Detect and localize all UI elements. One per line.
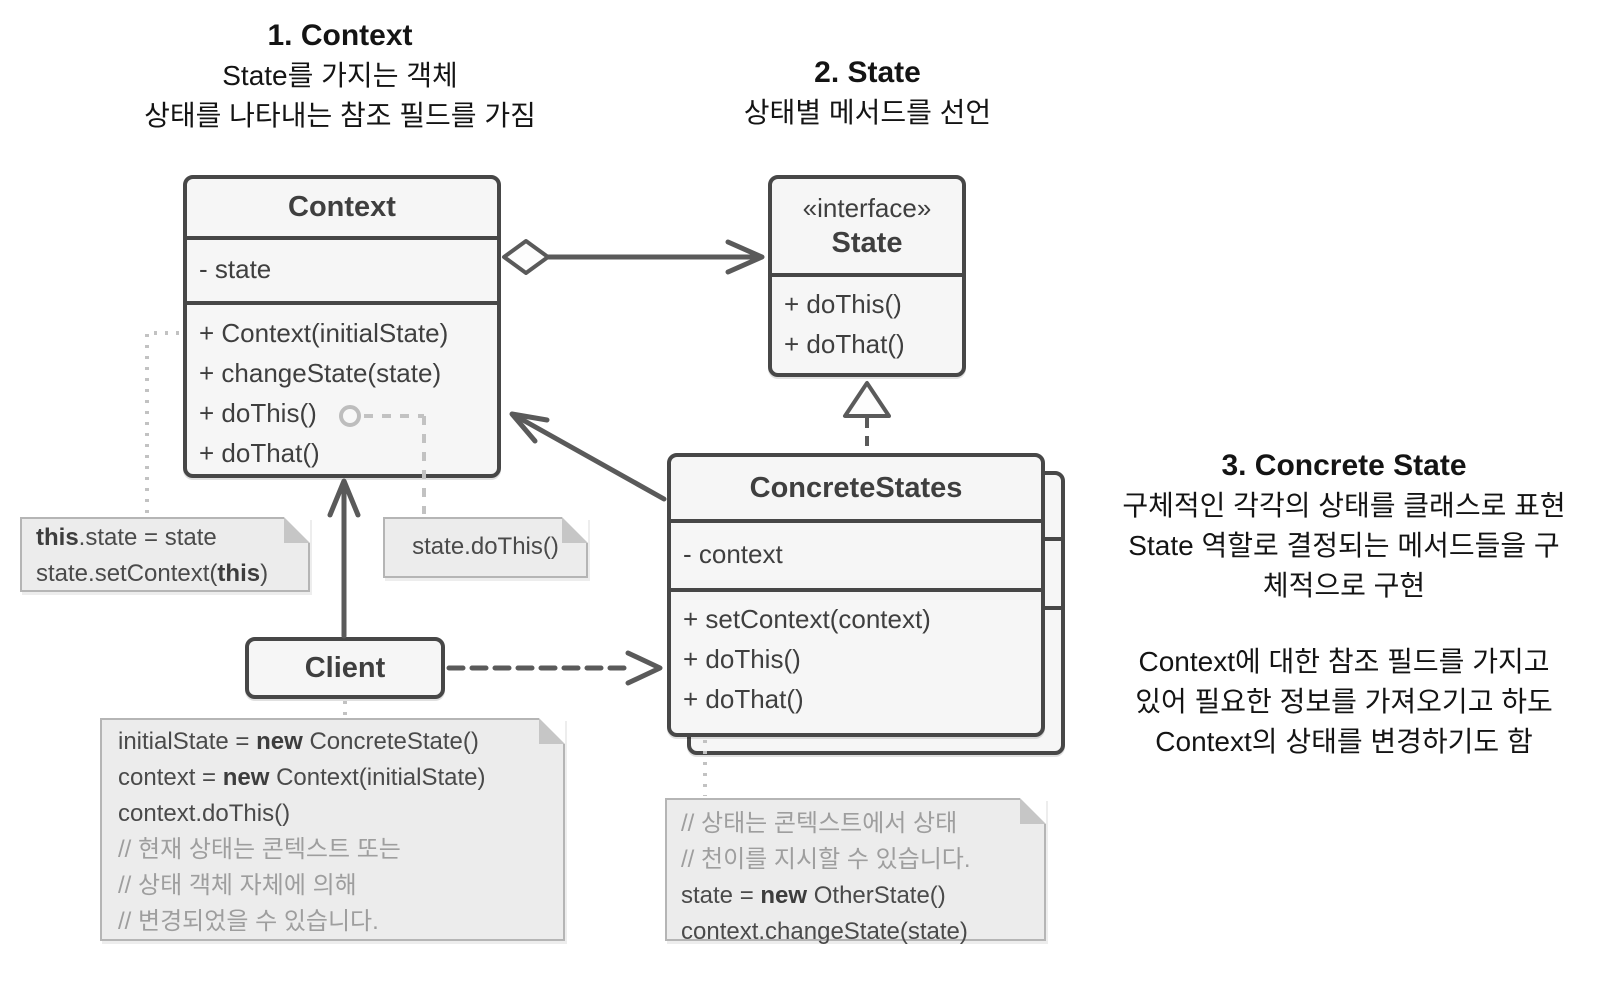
note-line: context.doThis()	[118, 796, 547, 832]
note-line: state = new OtherState()	[681, 878, 1030, 914]
method-dothis: + doThis()	[784, 289, 902, 319]
note-comment-line: // 상태는 콘텍스트에서 상태	[681, 806, 1030, 842]
annotation-concrete-state-p1l1: 구체적인 각각의 상태를 클래스로 표현	[1122, 490, 1566, 521]
annotation-context-title: 1. Context	[267, 19, 413, 52]
note-text: ConcreteState()	[302, 728, 479, 755]
annotation-state-line1: 상태별 메서드를 선언	[743, 97, 992, 128]
note-text: .state = state	[78, 524, 217, 551]
class-context-methods: + Context(initialState) + changeState(st…	[187, 301, 497, 474]
realization-concretestates-to-state	[843, 381, 891, 452]
note-line: context = new Context(initialState)	[118, 760, 547, 796]
note-client-code: initialState = new ConcreteState() conte…	[100, 718, 565, 941]
note-text: state =	[681, 882, 761, 909]
association-client-to-context	[327, 478, 361, 639]
class-concretestates: ConcreteStates - context + setContext(co…	[667, 453, 1045, 737]
note-text: context =	[118, 764, 223, 791]
interface-state-methods: + doThis() + doThat()	[772, 273, 962, 373]
annotation-state-title: 2. State	[814, 56, 921, 89]
note-state-transition: // 상태는 콘텍스트에서 상태 // 천이를 지시할 수 있습니다. stat…	[665, 798, 1046, 945]
method-dothat: + doThat()	[683, 684, 804, 714]
class-context-name: Context	[288, 191, 396, 223]
note-line: state.doThis()	[385, 529, 586, 565]
note-text: // 천이를 지시할 수 있습니다.	[681, 846, 971, 873]
note-anchor-context-assign	[145, 331, 181, 513]
annotation-concrete-state-p1l3: 체적으로 구현	[1262, 570, 1426, 601]
note-comment-line: // 변경되었을 수 있습니다.	[118, 904, 547, 940]
class-concretestates-attributes: - context	[671, 519, 1041, 588]
note-bold: new	[760, 882, 808, 909]
interface-state-header: «interface» State	[772, 179, 962, 273]
class-concretestates-name: ConcreteStates	[749, 471, 963, 504]
note-text: // 현재 상태는 콘텍스트 또는	[118, 836, 401, 863]
note-line: context.changeState(state)	[681, 914, 1030, 950]
annotation-concrete-state-title: 3. Concrete State	[1221, 449, 1467, 482]
note-line: state.setContext(this)	[36, 556, 294, 592]
annotation-context-line2: 상태를 나타내는 참조 필드를 가짐	[144, 100, 536, 131]
method-dothat: + doThat()	[784, 329, 905, 359]
annotation-concrete-state: 3. Concrete State 구체적인 각각의 상태를 클래스로 표현 S…	[1082, 446, 1606, 762]
association-concretestates-to-context	[509, 411, 667, 502]
note-text: context.changeState(state)	[681, 918, 968, 945]
note-text: context.doThis()	[118, 800, 291, 827]
dependency-client-to-concretestates	[446, 650, 663, 686]
note-text: // 상태 객체 자체에 의해	[118, 872, 357, 899]
note-text: // 상태는 콘텍스트에서 상태	[681, 810, 958, 837]
attribute-context: - context	[683, 539, 783, 569]
interface-state: «interface» State + doThis() + doThat()	[768, 175, 966, 377]
note-text: )	[260, 560, 269, 587]
class-context-attributes: - state	[187, 236, 497, 301]
method-dothat: + doThat()	[199, 438, 320, 468]
attribute-state: - state	[199, 254, 272, 284]
class-context: Context - state + Context(initialState) …	[183, 175, 501, 478]
note-line: initialState = new ConcreteState()	[118, 724, 547, 760]
class-client: Client	[245, 637, 445, 699]
note-comment-line: // 상태 객체 자체에 의해	[118, 868, 547, 904]
note-text: // 변경되었을 수 있습니다.	[118, 908, 379, 935]
aggregation-context-to-state	[502, 239, 765, 275]
annotation-context: 1. Context State를 가지는 객체 상태를 나타내는 참조 필드를…	[40, 16, 640, 136]
interface-stereotype: «interface»	[802, 193, 932, 223]
interface-state-name: State	[831, 227, 903, 259]
note-context-assign: this.state = state state.setContext(this…	[20, 517, 310, 592]
note-bold: new	[256, 728, 303, 755]
note-comment-line: // 현재 상태는 콘텍스트 또는	[118, 832, 547, 868]
note-state-dothis: state.doThis()	[383, 517, 588, 578]
note-comment-line: // 천이를 지시할 수 있습니다.	[681, 842, 1030, 878]
note-bold: this	[36, 524, 79, 551]
class-client-name: Client	[304, 651, 386, 684]
method-dothis: + doThis()	[199, 398, 317, 428]
note-text: initialState =	[118, 728, 257, 755]
note-text: state.doThis()	[412, 533, 559, 560]
annotation-concrete-state-p1l2: State 역할로 결정되는 메서드들을 구	[1128, 530, 1560, 561]
method-context-constructor: + Context(initialState)	[199, 318, 449, 348]
note-text: OtherState()	[807, 882, 946, 909]
annotation-context-line1: State를 가지는 객체	[222, 60, 458, 91]
note-line: this.state = state	[36, 520, 294, 556]
annotation-state: 2. State 상태별 메서드를 선언	[645, 53, 1090, 133]
class-concretestates-methods: + setContext(context) + doThis() + doTha…	[671, 588, 1041, 733]
annotation-concrete-state-p2l1: Context에 대한 참조 필드를 가지고	[1138, 646, 1550, 677]
note-text: Context(initialState)	[269, 764, 486, 791]
method-setcontext: + setContext(context)	[683, 604, 931, 634]
method-dothis: + doThis()	[683, 644, 801, 674]
method-changestate: + changeState(state)	[199, 358, 442, 388]
annotation-concrete-state-p2l2: 있어 필요한 정보를 가져오기고 하도	[1135, 686, 1553, 717]
note-bold: new	[222, 764, 270, 791]
annotation-paragraph-gap	[1082, 606, 1606, 642]
note-bold: this	[217, 560, 261, 587]
annotation-concrete-state-p2l3: Context의 상태를 변경하기도 함	[1155, 726, 1533, 757]
note-text: state.setContext(	[36, 560, 218, 587]
